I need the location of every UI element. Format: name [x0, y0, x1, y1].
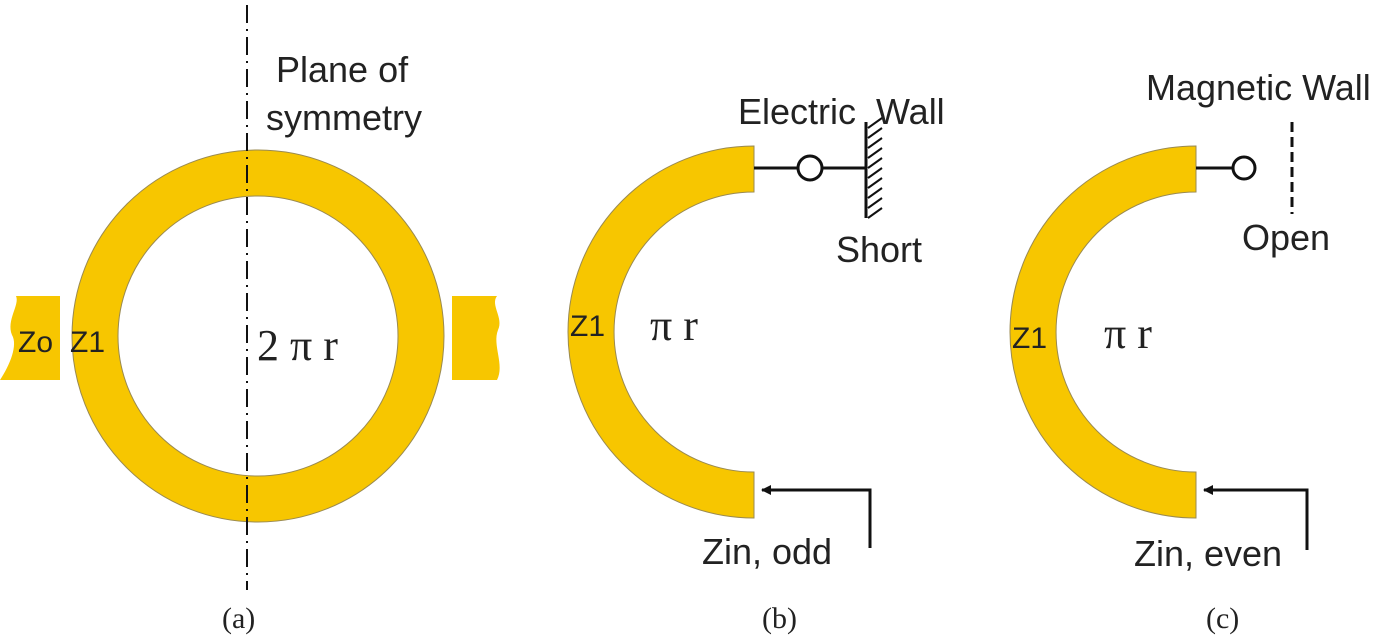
ring-impedance-label-b: Z1 [570, 310, 605, 343]
short-label: Short [836, 229, 922, 270]
panel-a: Plane of symmetry Zo Z1 2 π r (a) [0, 5, 500, 635]
ring-impedance-label: Z1 [70, 326, 105, 359]
half-length-label-c: π r [1104, 309, 1152, 358]
terminal-node-c [1231, 155, 1257, 181]
terminal-node-b [796, 154, 824, 182]
caption-b: (b) [762, 602, 797, 635]
input-impedance-label-c: Zin, even [1134, 533, 1282, 574]
input-impedance-label-b: Zin, odd [702, 531, 832, 572]
panel-b: Electric Wall Short Z1 π r Zin, odd (b) [567, 91, 945, 635]
half-ring-b [567, 145, 755, 519]
port-impedance-label: Zo [18, 326, 53, 359]
input-arrow-b [761, 485, 872, 548]
magnetic-wall-label: Magnetic Wall [1146, 67, 1371, 108]
input-arrow-c [1203, 485, 1309, 550]
ring-impedance-label-c: Z1 [1012, 322, 1047, 355]
caption-a: (a) [222, 602, 255, 635]
ring-length-label: 2 π r [257, 321, 338, 370]
caption-c: (c) [1206, 602, 1239, 635]
right-feed-line [452, 296, 500, 380]
half-length-label-b: π r [650, 301, 698, 350]
symmetry-label-line2: symmetry [266, 97, 422, 138]
left-feed-line [0, 296, 60, 380]
electric-wall-label: Electric Wall [738, 91, 945, 132]
electric-wall [864, 117, 883, 219]
full-ring [71, 149, 445, 523]
panel-c: Magnetic Wall Open Z1 π r Zin, even (c) [1009, 67, 1371, 635]
half-ring-c [1009, 145, 1197, 519]
symmetry-label-line1: Plane of [276, 49, 409, 90]
open-label: Open [1242, 217, 1330, 258]
